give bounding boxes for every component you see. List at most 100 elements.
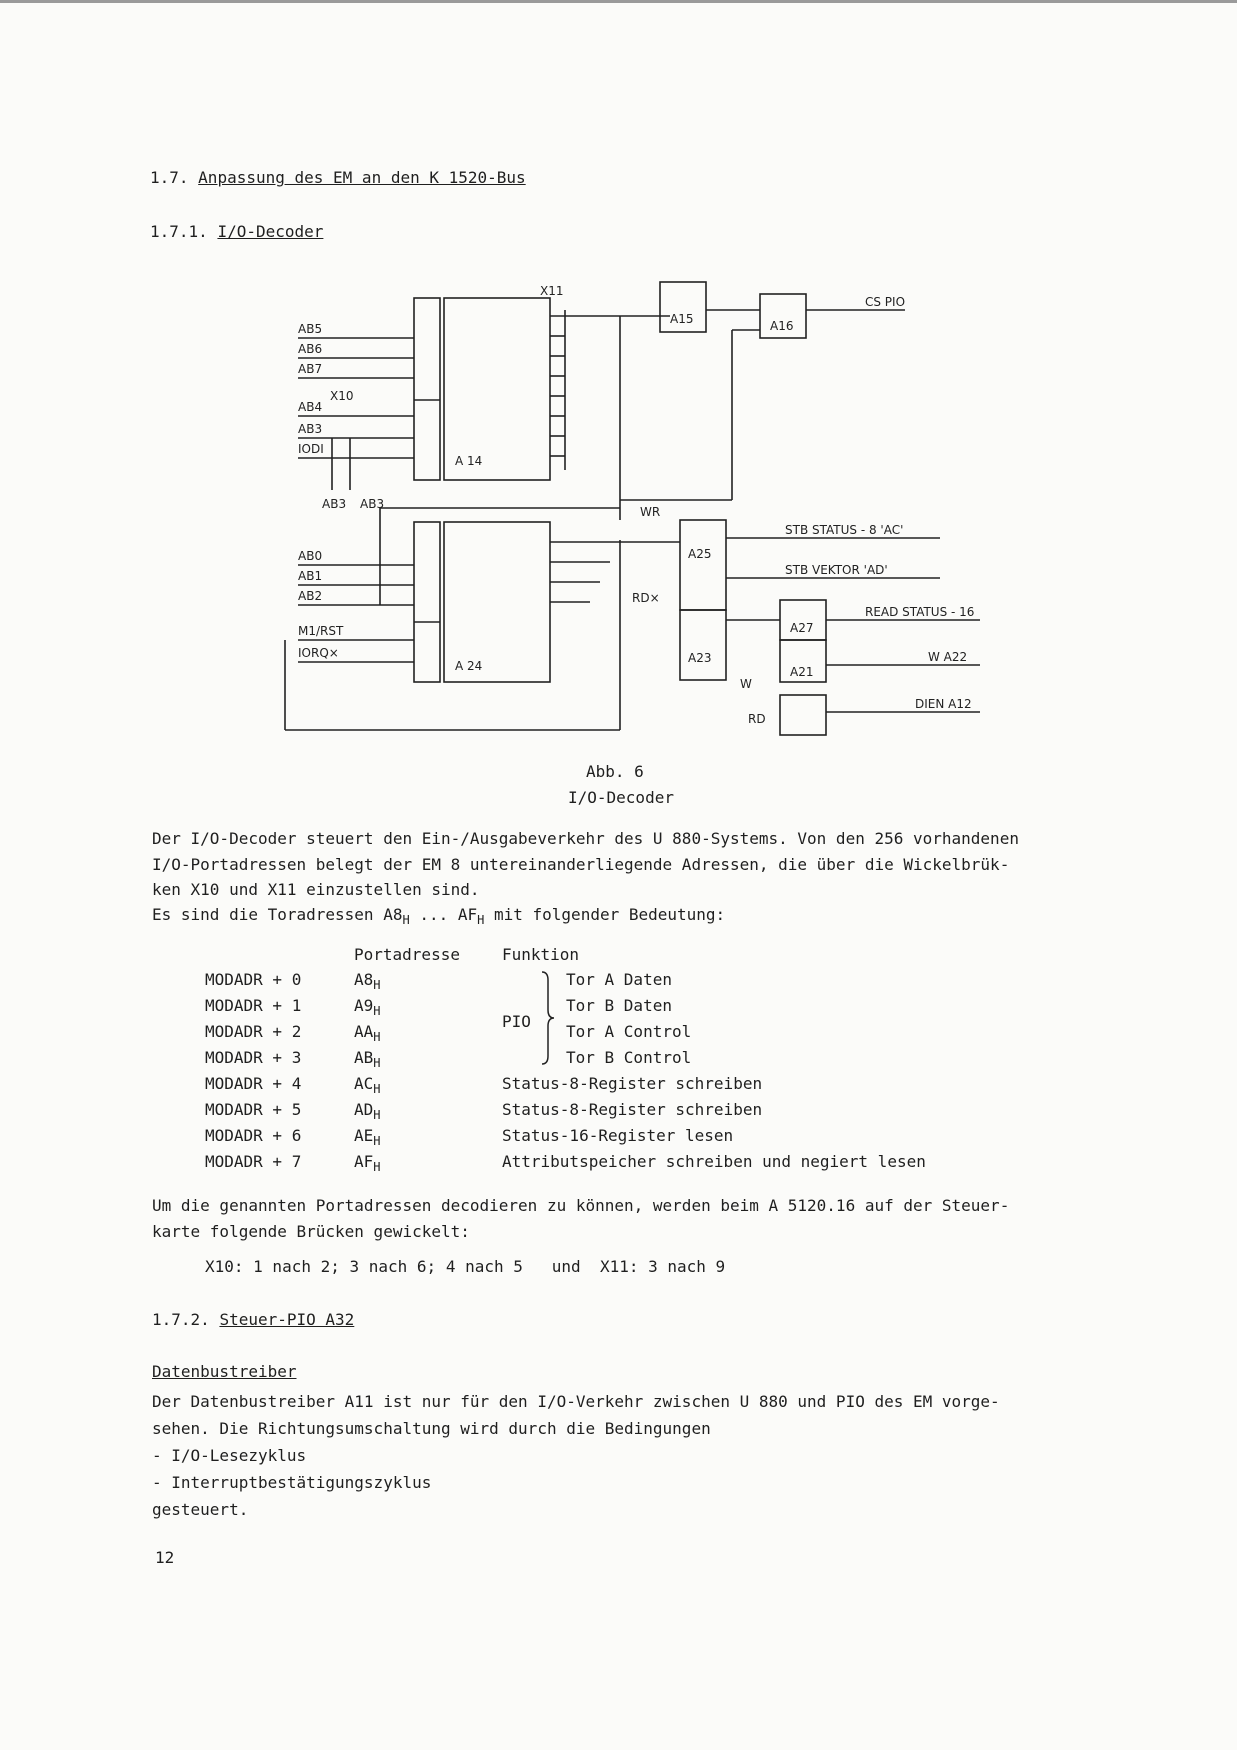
input-ab4: AB4 <box>298 400 322 414</box>
input-ab1: AB1 <box>298 569 322 583</box>
output-read-status: READ STATUS - 16 <box>865 605 974 619</box>
input-ab5: AB5 <box>298 322 322 336</box>
chip-a24: A 24 <box>455 659 482 673</box>
chip-a21: A21 <box>790 665 813 679</box>
port-sub: H <box>373 1160 381 1175</box>
port-sub: H <box>373 1004 381 1019</box>
port-sub: H <box>373 1082 381 1097</box>
para2: Es sind die Toradressen A8H ... AFH mit … <box>152 902 725 933</box>
table-row-function: Tor B Control <box>566 1048 692 1067</box>
table-head-func: Funktion <box>502 945 580 964</box>
section-title: Anpassung des EM an den K 1520-Bus <box>198 168 526 187</box>
section-number: 1.7. <box>150 168 189 187</box>
figure-caption-title: I/O-Decoder <box>568 788 674 807</box>
table-row-modadr: MODADR + 3 <box>205 1048 302 1067</box>
chip-a27: A27 <box>790 621 813 635</box>
table-row-function: Tor A Daten <box>566 970 672 989</box>
table-row-modadr: MODADR + 1 <box>205 996 302 1015</box>
bullet-1: - I/O-Lesezyklus <box>152 1446 307 1465</box>
bullet-2: - Interruptbestätigungszyklus <box>152 1473 432 1492</box>
para2-a: Es sind die Toradressen A8 <box>152 905 403 924</box>
page-number: 12 <box>155 1548 175 1567</box>
section-1-7-1-heading: 1.7.1. I/O-Decoder <box>150 222 323 241</box>
para3-line2: karte folgende Brücken gewickelt: <box>152 1222 470 1241</box>
para2-c: mit folgender Bedeutung: <box>484 905 726 924</box>
chip-a14: A 14 <box>455 454 482 468</box>
table-row-modadr: MODADR + 7 <box>205 1152 302 1171</box>
input-wr: WR <box>640 505 660 519</box>
bridges-line: X10: 1 nach 2; 3 nach 6; 4 nach 5 und X1… <box>205 1257 726 1276</box>
input-w: W <box>740 677 752 691</box>
output-dien: DIEN A12 <box>915 697 972 711</box>
pio-brace <box>541 971 555 1065</box>
page-top-edge <box>0 0 1237 3</box>
section-number: 1.7.1. <box>150 222 208 241</box>
input-rd2: RD <box>748 712 766 726</box>
table-row-function: Status-8-Register schreiben <box>502 1074 763 1093</box>
para3-line1: Um die genannten Portadressen decodieren… <box>152 1196 1010 1215</box>
para1-line3: ken X10 und X11 einzustellen sind. <box>152 880 480 899</box>
chip-a15: A15 <box>670 312 693 326</box>
para2-sub1: H <box>402 913 410 928</box>
section-number: 1.7.2. <box>152 1310 210 1329</box>
input-ab3: AB3 <box>298 422 322 436</box>
port-sub: H <box>373 1030 381 1045</box>
chip-a25: A25 <box>688 547 711 561</box>
para2-sub2: H <box>477 913 485 928</box>
section-1-7-heading: 1.7. Anpassung des EM an den K 1520-Bus <box>150 168 526 187</box>
input-ab0: AB0 <box>298 549 322 563</box>
pio-label: PIO <box>502 1012 531 1031</box>
para1-line2: I/O-Portadressen belegt der EM 8 unterei… <box>152 855 1010 874</box>
port-sub: H <box>373 1134 381 1149</box>
table-row-modadr: MODADR + 0 <box>205 970 302 989</box>
input-iorq: IORQ× <box>298 646 339 660</box>
table-row-function: Attributspeicher schreiben und negiert l… <box>502 1152 926 1171</box>
output-w-a22: W A22 <box>928 650 967 664</box>
table-row-port: ADH <box>354 1100 381 1123</box>
output-stb-vektor: STB VEKTOR 'AD' <box>785 563 888 577</box>
table-row-function: Tor B Daten <box>566 996 672 1015</box>
table-row-port: AAH <box>354 1022 381 1045</box>
table-head-port: Portadresse <box>354 945 460 964</box>
port-sub: H <box>373 978 381 993</box>
port-sub: H <box>373 1056 381 1071</box>
para4-end: gesteuert. <box>152 1500 249 1519</box>
table-row-port: AEH <box>354 1126 381 1149</box>
figure-caption-number: Abb. 6 <box>586 762 644 781</box>
table-row-function: Status-16-Register lesen <box>502 1126 734 1145</box>
table-row-modadr: MODADR + 5 <box>205 1100 302 1119</box>
table-row-port: AFH <box>354 1152 381 1175</box>
output-cs-pio: CS PIO <box>865 295 905 309</box>
section-title: Steuer-PIO A32 <box>219 1310 355 1329</box>
input-iodi: IODI <box>298 442 324 456</box>
para4-line2: sehen. Die Richtungsumschaltung wird dur… <box>152 1419 711 1438</box>
input-rd: RD× <box>632 591 660 605</box>
io-decoder-schematic: A 14 A 24 A15 A16 A25 A23 A27 A21 AB5 AB… <box>284 281 980 736</box>
input-m1rst: M1/RST <box>298 624 344 638</box>
table-row-port: ACH <box>354 1074 381 1097</box>
para2-b: ... AF <box>409 905 478 924</box>
input-ab6: AB6 <box>298 342 322 356</box>
table-row-modadr: MODADR + 4 <box>205 1074 302 1093</box>
input-ab7: AB7 <box>298 362 322 376</box>
port-sub: H <box>373 1108 381 1123</box>
table-row-function: Tor A Control <box>566 1022 692 1041</box>
para1-line1: Der I/O-Decoder steuert den Ein-/Ausgabe… <box>152 829 1019 848</box>
table-row-port: ABH <box>354 1048 381 1071</box>
chip-a16: A16 <box>770 319 793 333</box>
section-title: I/O-Decoder <box>217 222 324 241</box>
table-row-port: A8H <box>354 970 381 993</box>
input-ab2: AB2 <box>298 589 322 603</box>
input-ab3-b: AB3 <box>360 497 384 511</box>
output-stb-status: STB STATUS - 8 'AC' <box>785 523 903 537</box>
chip-a23: A23 <box>688 651 711 665</box>
para4-line1: Der Datenbustreiber A11 ist nur für den … <box>152 1392 1000 1411</box>
datenbus-heading: Datenbustreiber <box>152 1362 297 1381</box>
table-row-modadr: MODADR + 6 <box>205 1126 302 1145</box>
jumper-x11: X11 <box>540 284 564 298</box>
section-1-7-2-heading: 1.7.2. Steuer-PIO A32 <box>152 1310 354 1329</box>
jumper-x10: X10 <box>330 389 354 403</box>
table-row-port: A9H <box>354 996 381 1019</box>
table-row-function: Status-8-Register schreiben <box>502 1100 763 1119</box>
table-row-modadr: MODADR + 2 <box>205 1022 302 1041</box>
